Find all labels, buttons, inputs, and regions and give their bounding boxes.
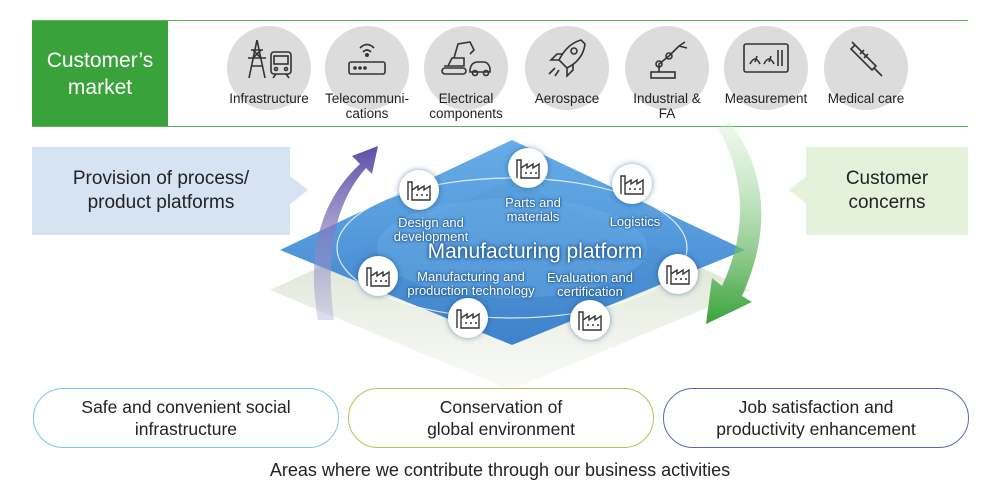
customer-concerns-box: Customer concerns bbox=[806, 147, 968, 235]
left-box-pointer bbox=[290, 176, 308, 204]
factory-node bbox=[658, 254, 698, 294]
market-item-medical-care: Medical care bbox=[816, 26, 916, 110]
market-item-aerospace: Aerospace bbox=[517, 26, 617, 110]
green-downward-arrow bbox=[706, 122, 762, 324]
market-item-label: Electrical components bbox=[429, 91, 503, 121]
market-item-label: Industrial & FA bbox=[633, 91, 701, 121]
area-global-environment: Conservation of global environment bbox=[348, 388, 654, 448]
factory-icon bbox=[407, 181, 431, 201]
provision-platforms-box: Provision of process/ product platforms bbox=[32, 147, 290, 235]
area-job-satisfaction: Job satisfaction and productivity enhanc… bbox=[663, 388, 969, 448]
factory-node bbox=[612, 164, 652, 204]
node-label-parts: Parts and materials bbox=[505, 195, 561, 224]
node-label-manufacturing: Manufacturing and production technology bbox=[407, 269, 535, 298]
market-item-label: Aerospace bbox=[534, 91, 600, 106]
factory-node bbox=[570, 300, 610, 340]
factory-icon bbox=[666, 265, 690, 285]
market-band-bottom-line bbox=[32, 126, 968, 127]
factory-node bbox=[358, 256, 398, 296]
rocket-icon bbox=[548, 39, 586, 78]
syringe-icon bbox=[849, 41, 883, 77]
right-box-pointer bbox=[789, 176, 807, 204]
factory-icon bbox=[578, 311, 602, 331]
customer-market-label: Customer’s market bbox=[32, 21, 168, 126]
purple-upward-arrow bbox=[313, 146, 378, 320]
gauge-panel-icon bbox=[743, 43, 789, 73]
node-label-design: Design and development bbox=[393, 215, 469, 244]
factory-icon bbox=[456, 309, 480, 329]
market-item-measurement: Measurement bbox=[716, 26, 816, 110]
factory-icon bbox=[516, 159, 540, 179]
market-item-industrial-fa: Industrial & FA bbox=[617, 26, 717, 121]
factory-icon bbox=[620, 175, 644, 195]
market-item-label: Medical care bbox=[827, 91, 905, 106]
wifi-router-icon bbox=[348, 43, 386, 75]
market-item-label: Measurement bbox=[724, 91, 808, 106]
node-label-evaluation: Evaluation and certification bbox=[546, 270, 633, 299]
robot-arm-icon bbox=[650, 41, 688, 79]
market-band-top-line bbox=[32, 20, 968, 21]
market-item-infrastructure: Infrastructure bbox=[219, 26, 319, 110]
factory-node bbox=[399, 170, 439, 210]
factory-icon bbox=[366, 267, 390, 287]
power-tower-train-icon bbox=[248, 39, 292, 79]
market-item-label: Infrastructure bbox=[229, 91, 309, 106]
manufacturing-platform-illustration bbox=[270, 140, 750, 390]
factory-node bbox=[448, 298, 488, 338]
factory-node bbox=[508, 148, 548, 188]
platform-inner-glow bbox=[377, 198, 647, 298]
node-label-logistics: Logistics bbox=[609, 214, 661, 229]
market-item-label: Telecommuni- cations bbox=[324, 91, 410, 121]
contribution-caption: Areas where we contribute through our bu… bbox=[269, 460, 731, 480]
area-social-infrastructure: Safe and convenient social infrastructur… bbox=[33, 388, 339, 448]
market-item-electrical-components: Electrical components bbox=[416, 26, 516, 121]
excavator-car-icon bbox=[441, 41, 491, 77]
platform-title: Manufacturing platform bbox=[427, 240, 643, 263]
market-item-telecommunications: Telecommuni- cations bbox=[317, 26, 417, 121]
platform-plane bbox=[280, 140, 745, 345]
